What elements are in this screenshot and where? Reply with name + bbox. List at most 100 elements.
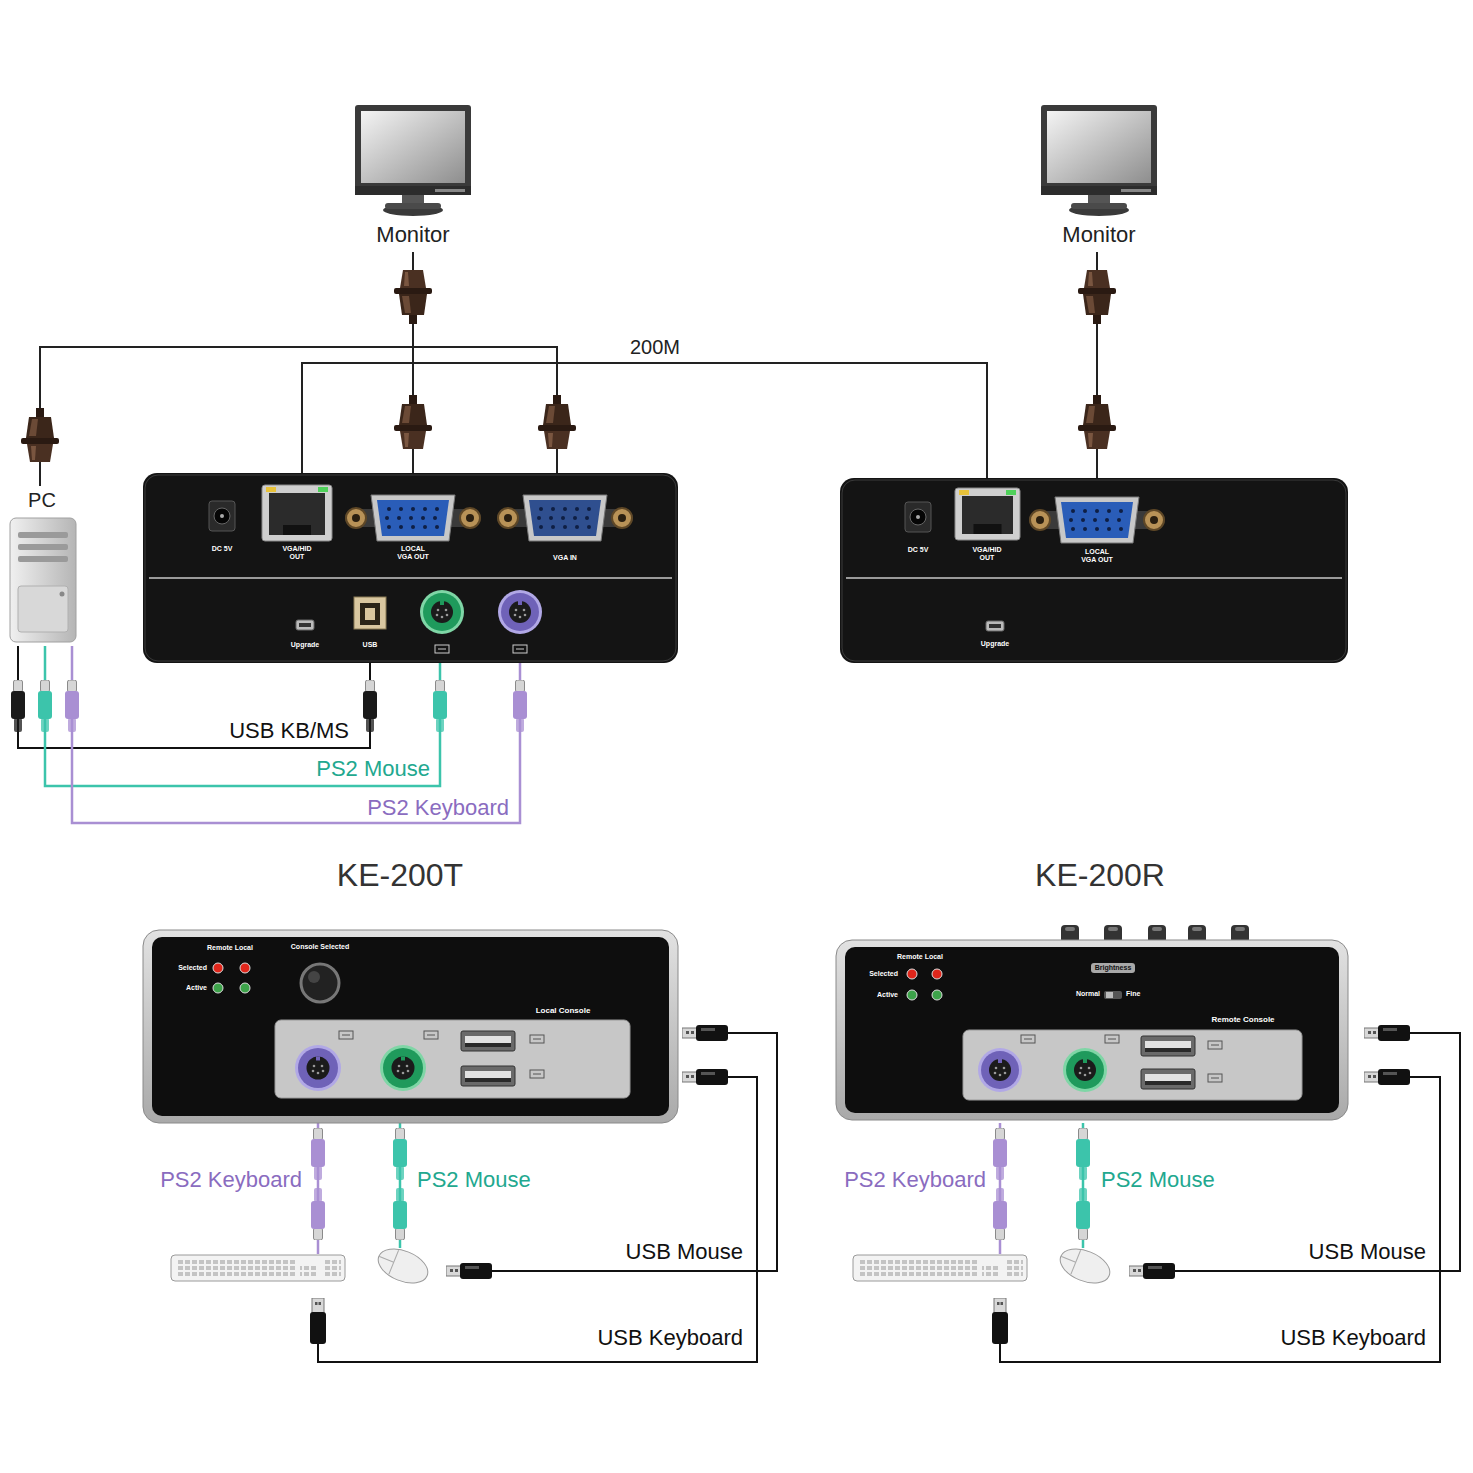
transmitter-back-panel-art-part — [360, 603, 380, 625]
transmitter-front-panel-art-part — [465, 1078, 511, 1082]
receiver-back-panel-art-part — [910, 509, 926, 525]
transmitter-front-panel-art-part — [240, 983, 250, 993]
panel-label: Remote Console — [1211, 1015, 1274, 1024]
transmitter-front-panel-art-part — [392, 1057, 415, 1080]
receiver-front-panel-art-part — [1063, 1048, 1107, 1092]
keyboard-icon — [171, 1255, 345, 1281]
transmitter-back-panel-art-part — [516, 649, 524, 650]
receiver-back-panel-art — [840, 478, 1348, 663]
keyboard-icon — [853, 1255, 1027, 1281]
receiver-back-panel-art-part — [959, 490, 969, 495]
transmitter-back-panel-art-part — [299, 623, 311, 627]
mouse-icon — [1061, 1256, 1076, 1262]
receiver-front-panel-art-part — [1104, 991, 1122, 999]
receiver-front-panel-art-part — [1235, 927, 1245, 931]
receiver-front-panel-art-part — [1080, 1067, 1083, 1070]
receiver-back-panel-art-part — [1107, 509, 1111, 513]
ps2-plug — [311, 1188, 325, 1240]
receiver-front-panel-art-part — [978, 1048, 1022, 1092]
vga-plug — [21, 408, 59, 462]
transmitter-front-panel-art-part — [321, 1065, 324, 1068]
receiver-back-panel-art-part — [989, 624, 1001, 628]
transmitter-front-panel-art-part — [533, 1039, 541, 1040]
receiver-back-panel-art-part — [1061, 502, 1133, 538]
monitor-node-art-part — [1069, 204, 1129, 216]
cable-label: PS2 Keyboard — [158, 1167, 304, 1192]
receiver-back-panel-art-part — [1144, 510, 1164, 530]
transmitter-front-panel-art-part — [213, 983, 223, 993]
receiver-back-panel-art-part — [1071, 509, 1075, 513]
receiver-front-panel-art-part — [845, 947, 1339, 1113]
receiver-front-panel-art-part — [1211, 1078, 1219, 1079]
cable-label: PS2 Mouse — [415, 1167, 533, 1192]
receiver-back-panel-art-part — [1107, 527, 1111, 531]
transmitter-front-panel-art-part — [465, 1071, 511, 1078]
transmitter-back-panel-art-part — [460, 508, 480, 528]
monitor-node-art-part — [355, 186, 471, 195]
ps2-plug — [1076, 1188, 1090, 1240]
receiver-front-panel: KE-200RRemote LocalSelectedActiveBrightn… — [836, 855, 1348, 1123]
transmitter-back-panel-art-part — [209, 501, 235, 531]
transmitter-back-panel-art-part — [575, 507, 579, 511]
transmitter-front-panel-art-part — [307, 1057, 330, 1080]
transmitter-back-panel-art-part — [561, 516, 565, 520]
transmitter-back-panel-art-part — [420, 590, 464, 634]
transmitter-back-panel-art-part — [437, 609, 440, 612]
receiver-front-panel-art-part — [981, 1051, 1019, 1089]
receiver-front-panel-art-part — [1211, 1045, 1219, 1046]
transmitter-back-panel-art-part — [524, 614, 527, 617]
ps2-plug — [1076, 1128, 1090, 1180]
transmitter-front-panel-art-part — [295, 1045, 341, 1091]
monitor-node-art-part — [361, 111, 465, 183]
receiver-back-panel-art-part — [1083, 527, 1087, 531]
ps2-plug — [513, 680, 527, 732]
transmitter-back-panel-art-part — [529, 500, 601, 536]
transmitter-front-panel-art-part — [301, 964, 339, 1002]
transmitter-back-panel-art-part — [514, 614, 517, 617]
transmitter-back-panel-art-part — [438, 649, 446, 650]
transmitter-front-panel-art-part — [317, 1072, 320, 1075]
transmitter-back-panel-art-part — [385, 516, 389, 520]
transmitter-front-panel-art-part — [401, 1057, 405, 1061]
transmitter-back-panel-art-part — [436, 614, 439, 617]
transmitter-back-panel-art-part — [440, 601, 444, 605]
receiver-front-panel-art-part — [1105, 1035, 1119, 1043]
pc-node-art-part — [18, 556, 68, 562]
monitor-node-art-part — [383, 204, 443, 216]
panel-label: Brightness — [1091, 963, 1136, 973]
monitor-node-art-part — [435, 189, 465, 192]
model-name: KE-200R — [1035, 857, 1165, 894]
transmitter-back-panel-art-part — [145, 475, 676, 661]
pc-node-art-part — [18, 586, 68, 632]
transmitter-back-panel-art-part — [445, 609, 448, 612]
receiver-front-panel-art-part — [1108, 1039, 1116, 1040]
vga-plug — [394, 270, 432, 324]
transmitter-back-panel-art-part — [466, 514, 474, 522]
transmitter-back-panel-art-part — [431, 601, 453, 623]
vga-plug — [394, 395, 432, 449]
model-name: KE-200T — [337, 857, 463, 894]
transmitter-front-panel-art-part — [427, 1035, 435, 1036]
receiver-front-panel-art-part — [1145, 1041, 1191, 1048]
cable-label: USB Mouse — [624, 1239, 745, 1264]
monitor-node-art-part — [1041, 105, 1157, 195]
transmitter-back-panel-art-part — [411, 507, 415, 511]
receiver-front-panel-art-part — [1024, 1039, 1032, 1040]
panel-label: Console Selected — [291, 943, 349, 951]
transmitter-back-panel-art-part — [433, 516, 437, 520]
monitor-node-art-part — [1121, 189, 1151, 192]
receiver-back-panel-art-part — [955, 488, 1020, 540]
receiver-front-panel-art-part — [932, 990, 942, 1000]
transmitter-back-panel-art-part — [446, 614, 449, 617]
transmitter-front-panel: KE-200TRemote LocalSelectedActiveConsole… — [143, 855, 678, 1123]
transmitter-back-panel-art-part — [587, 525, 591, 529]
transmitter-front-panel-art-part — [308, 971, 320, 983]
transmitter-front-panel-art-part — [342, 1035, 350, 1036]
receiver-back-panel-art-part — [1119, 527, 1123, 531]
transmitter-back-panel-art-part — [563, 507, 567, 511]
transmitter-front-panel-art-part — [152, 937, 669, 1116]
transmitter-back-panel-art-part — [266, 487, 276, 492]
cable-label: USB Mouse — [1307, 1239, 1428, 1264]
transmitter-front-panel-art-part — [533, 1074, 541, 1075]
